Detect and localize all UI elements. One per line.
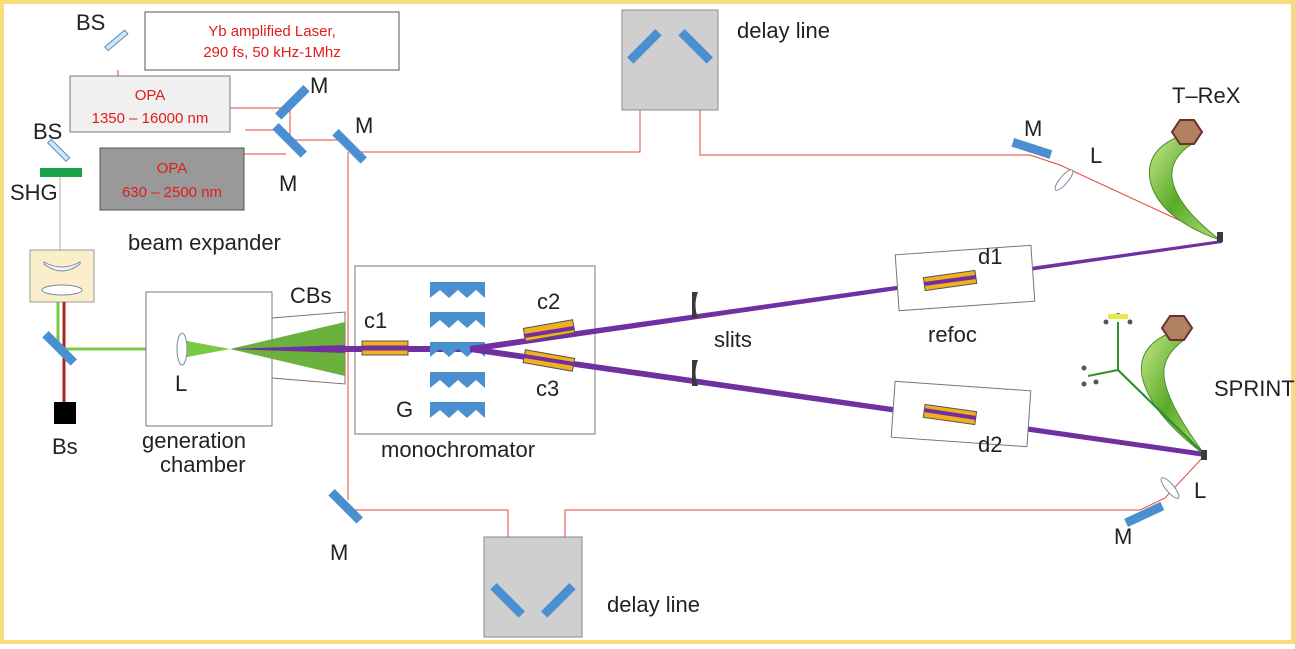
trex-sample bbox=[1217, 232, 1223, 242]
delay-bottom-mirror-left bbox=[490, 583, 525, 618]
mirror-center bbox=[332, 129, 367, 164]
opa2-label-line2: 630 – 2500 nm bbox=[122, 184, 222, 201]
focusing-cone bbox=[182, 340, 230, 358]
trex-label: T–ReX bbox=[1172, 83, 1241, 108]
bs-left-label: BS bbox=[33, 119, 62, 144]
slits-label: slits bbox=[714, 327, 752, 352]
lens-sprint-label: L bbox=[1194, 478, 1206, 503]
opa1-box bbox=[69, 75, 231, 133]
delay-top-mirror-right bbox=[678, 29, 713, 64]
generation-chamber-box bbox=[145, 291, 273, 427]
lens-trex-label: L bbox=[1090, 143, 1102, 168]
expander-lens-convex bbox=[41, 284, 83, 296]
monochromator-label: monochromator bbox=[381, 437, 535, 462]
xuv-beam-in bbox=[230, 345, 345, 353]
laser-label-line2: 290 fs, 50 kHz-1Mhz bbox=[203, 44, 341, 61]
opa2-box bbox=[99, 147, 245, 211]
delay-top-label: delay line bbox=[737, 18, 830, 43]
dichroic-mirror bbox=[42, 331, 77, 366]
mirror-opa2 bbox=[272, 123, 307, 158]
d2-label: d2 bbox=[978, 432, 1002, 457]
mirror-bottom-right bbox=[1124, 501, 1165, 527]
lens-gen-label: L bbox=[175, 371, 187, 396]
c3-label: c3 bbox=[536, 376, 559, 401]
beam-stop bbox=[54, 402, 76, 424]
d1-label: d1 bbox=[978, 244, 1002, 269]
beam-splitter-top bbox=[104, 29, 129, 52]
beam-expander-label: beam expander bbox=[128, 230, 281, 255]
opa2-label-line1: OPA bbox=[157, 160, 188, 177]
mirror-trex bbox=[1011, 138, 1053, 159]
mirror-opa1 bbox=[275, 85, 310, 120]
laser-label-line1: Yb amplified Laser, bbox=[208, 23, 336, 40]
grating-label: G bbox=[396, 397, 413, 422]
shg-label: SHG bbox=[10, 180, 58, 205]
delay-bottom-label: delay line bbox=[607, 592, 700, 617]
m-center-label: M bbox=[355, 113, 373, 138]
m-opa1-label: M bbox=[310, 73, 328, 98]
sprint-detector-head bbox=[1160, 315, 1194, 341]
spin-detector bbox=[1087, 322, 1206, 456]
mirror-bottom-left bbox=[328, 489, 363, 524]
bs-top-label: BS bbox=[76, 10, 105, 35]
gen-chamber-label-1: generation bbox=[142, 428, 246, 453]
delay-line-top-box bbox=[621, 9, 719, 111]
laser-box bbox=[144, 11, 400, 71]
trex-detector-head bbox=[1170, 119, 1204, 145]
expander-lens-concave bbox=[43, 261, 81, 272]
lens-sprint bbox=[1160, 477, 1180, 499]
m-bottom-right-label: M bbox=[1114, 524, 1132, 549]
bs-block-label: Bs bbox=[52, 434, 78, 459]
cbs-label: CBs bbox=[290, 283, 332, 308]
c1-label: c1 bbox=[364, 308, 387, 333]
m-bottom-left-label: M bbox=[330, 540, 348, 565]
gen-chamber-label-2: chamber bbox=[160, 452, 246, 477]
beam-splitter-left bbox=[46, 138, 71, 163]
shg-crystal bbox=[40, 168, 82, 177]
m-trex-label: M bbox=[1024, 116, 1042, 141]
sprint-sample bbox=[1201, 450, 1207, 460]
spin-detector-top bbox=[1108, 314, 1128, 319]
opa1-label-line2: 1350 – 16000 nm bbox=[92, 110, 209, 127]
opa1-label-line1: OPA bbox=[135, 87, 166, 104]
slit-lower bbox=[692, 360, 698, 386]
c2-label: c2 bbox=[537, 289, 560, 314]
grating-stack bbox=[430, 282, 485, 418]
delay-top-mirror-left bbox=[627, 29, 662, 64]
m-opa2-label: M bbox=[279, 171, 297, 196]
lens-gen bbox=[176, 332, 188, 366]
lens-trex bbox=[1054, 169, 1074, 191]
xuv-beam-upper bbox=[470, 240, 1222, 352]
refoc-label: refoc bbox=[928, 322, 977, 347]
slit-upper bbox=[692, 292, 698, 318]
delay-bottom-mirror-right bbox=[541, 583, 576, 618]
sprint-label: SPRINT bbox=[1214, 376, 1295, 401]
